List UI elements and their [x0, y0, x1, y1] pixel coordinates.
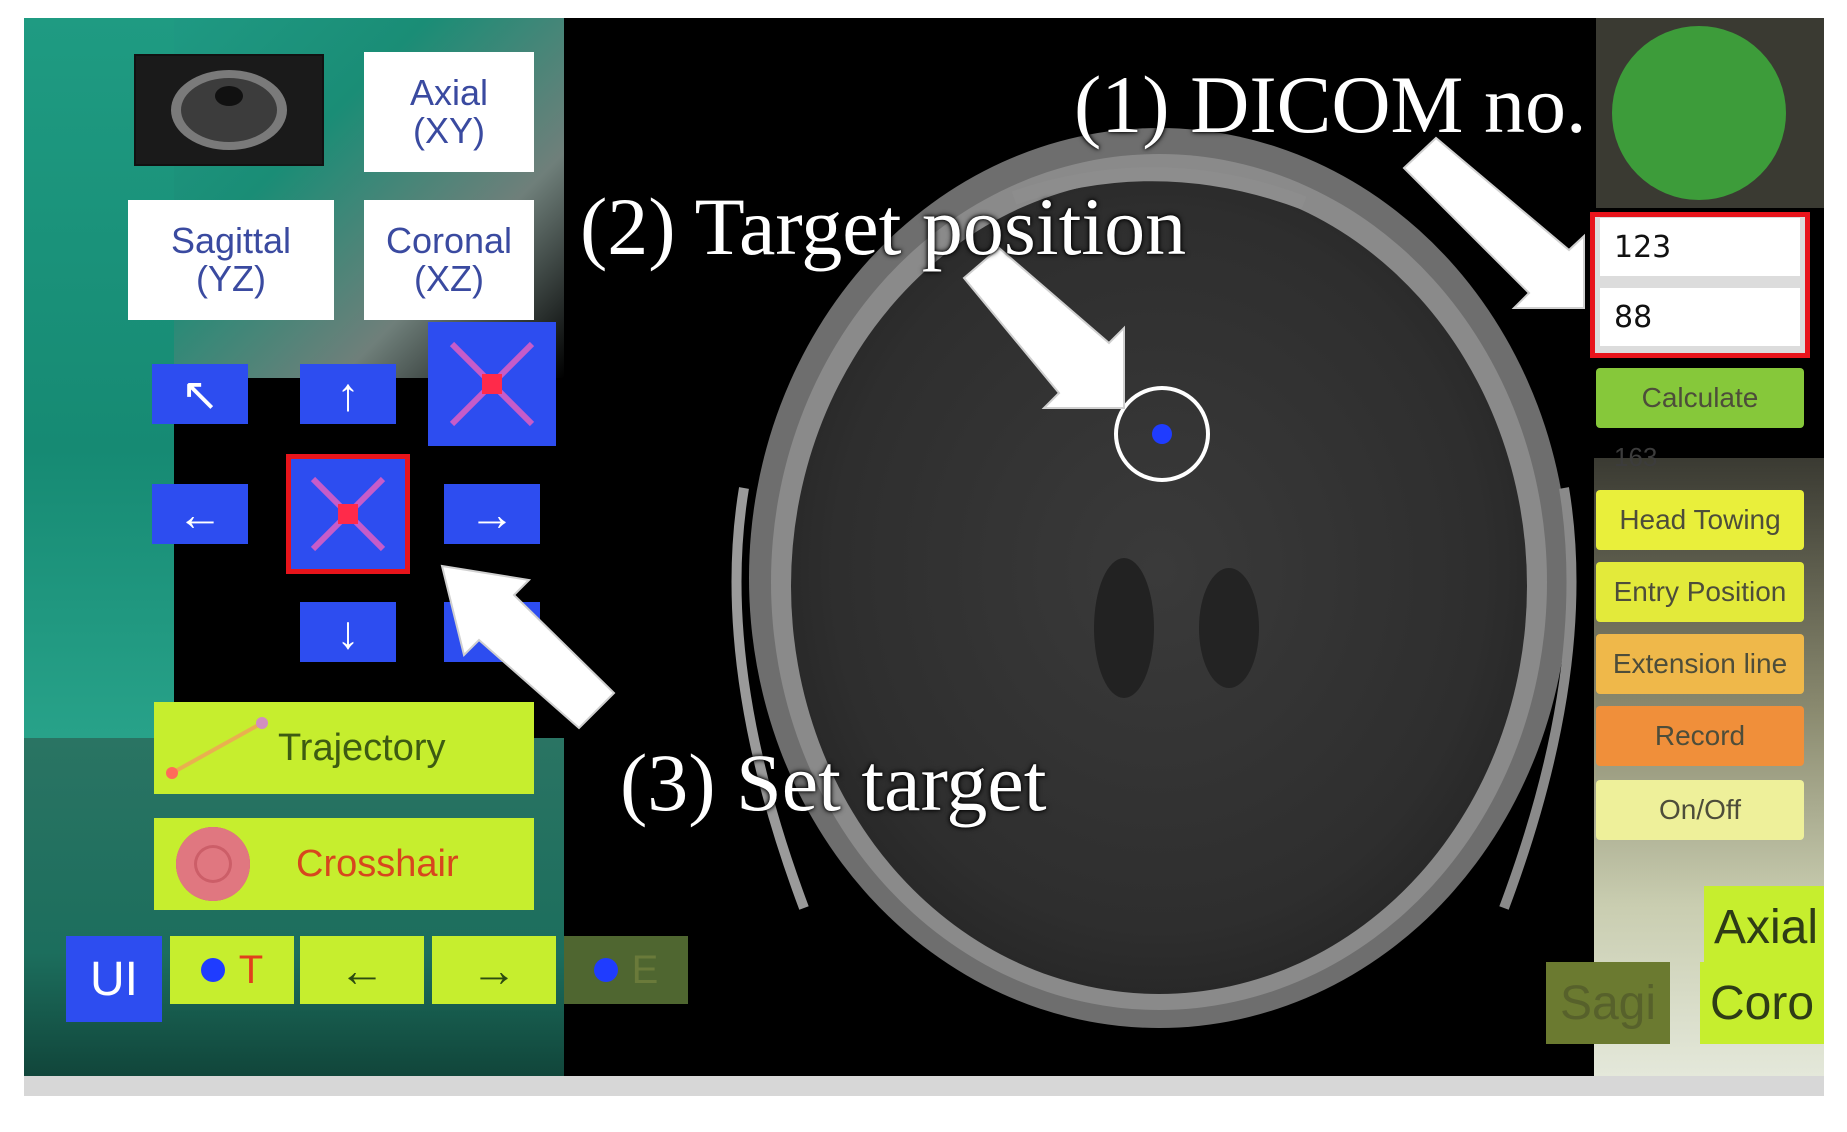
arrow-left-icon: ←: [177, 488, 223, 540]
record-label: Record: [1654, 720, 1746, 751]
annotation-target-position: (2) Target position: [580, 181, 1187, 272]
move-down-button[interactable]: ↓: [300, 602, 396, 662]
trajectory-button[interactable]: Trajectory: [154, 702, 534, 794]
ct-axial-slice[interactable]: [684, 108, 1624, 1068]
coronal-view-button[interactable]: Coronal (XZ): [364, 200, 534, 320]
target-position-marker[interactable]: [1114, 386, 1210, 482]
coronal-mode-button[interactable]: Coro: [1700, 962, 1824, 1044]
ui-toggle-button[interactable]: UI: [66, 936, 162, 1022]
extension-line-label: Extension line: [1612, 648, 1788, 679]
sagittal-view-label: Sagittal: [170, 220, 292, 261]
sagittal-view-sublabel: (YZ): [196, 258, 266, 299]
arrow-to-target-icon: [962, 246, 1125, 409]
arrow-right-icon: →: [471, 944, 517, 996]
annotation-set-target: (3) Set target: [620, 737, 1047, 828]
move-left-button[interactable]: ←: [152, 484, 248, 544]
move-up-button[interactable]: ↑: [300, 364, 396, 424]
target-point-label: T: [238, 947, 264, 992]
target-dot-icon-small: [200, 958, 225, 982]
annotation-dicom-number: (1) DICOM no.: [1074, 59, 1587, 150]
on-off-button[interactable]: On/Off: [1596, 780, 1804, 840]
dicom-number-input[interactable]: [1600, 218, 1800, 276]
set-target-button[interactable]: [286, 454, 410, 574]
set-target-cross-icon: [310, 476, 386, 552]
entry-point-button[interactable]: E: [564, 936, 688, 1004]
trajectory-label: Trajectory: [278, 726, 446, 769]
trajectory-icon: [166, 717, 268, 779]
coronal-mode-label: Coro: [1709, 976, 1815, 1030]
sagittal-view-button[interactable]: Sagittal (YZ): [128, 200, 334, 320]
camera-scene-bottom: [24, 738, 564, 1096]
axial-mode-button[interactable]: Axial: [1704, 886, 1824, 968]
sagittal-mode-label: Sagi: [1559, 976, 1657, 1030]
entry-point-label: E: [631, 947, 659, 992]
on-off-label: On/Off: [1659, 794, 1741, 825]
bottom-strip: [24, 1076, 1824, 1096]
next-button[interactable]: →: [432, 936, 556, 1004]
ui-label: UI: [90, 952, 138, 1006]
entry-position-label: Entry Position: [1613, 576, 1787, 607]
move-right-button[interactable]: →: [444, 484, 540, 544]
sagittal-mode-button[interactable]: Sagi: [1546, 962, 1670, 1044]
axial-view-sublabel: (XY): [413, 110, 485, 151]
axial-view-label: Axial: [409, 72, 489, 113]
head-towing-label: Head Towing: [1619, 504, 1781, 535]
previous-button[interactable]: ←: [300, 936, 424, 1004]
crosshair-button[interactable]: Crosshair: [154, 818, 534, 910]
arrow-to-dicom-icon: [1402, 136, 1585, 309]
axial-mode-label: Axial: [1713, 900, 1819, 954]
arrow-down-icon: ↓: [336, 606, 360, 658]
entry-position-button[interactable]: Entry Position: [1596, 562, 1804, 622]
crosshair-label: Crosshair: [296, 842, 459, 885]
coronal-view-label: Coronal: [385, 220, 513, 261]
status-indicator-green: [1612, 26, 1786, 200]
entry-dot-icon: [593, 958, 618, 982]
arrow-left-icon: ←: [339, 944, 385, 996]
secondary-value-input[interactable]: [1600, 288, 1800, 346]
annotation-arrows-layer: [440, 136, 1585, 730]
arrow-up-left-icon: ↖: [180, 368, 220, 420]
arrow-to-set-target-icon: [440, 564, 616, 730]
crosshair-toggle-button[interactable]: [428, 322, 556, 446]
ct-thumbnail-image: [136, 56, 322, 164]
coronal-view-sublabel: (XZ): [414, 258, 484, 299]
record-button[interactable]: Record: [1596, 706, 1804, 766]
target-point-button[interactable]: T: [170, 936, 294, 1004]
arrow-right-icon: →: [469, 488, 515, 540]
axial-view-button[interactable]: Axial (XY): [364, 52, 534, 172]
arrow-up-icon: ↑: [336, 368, 360, 420]
move-up-left-button[interactable]: ↖: [152, 364, 248, 424]
ar-navigation-screen: Axial (XY) Sagittal (YZ) Coronal (XZ) ↖ …: [24, 18, 1824, 1096]
camera-preview-panel: [1596, 18, 1824, 208]
head-towing-button[interactable]: Head Towing: [1596, 490, 1804, 550]
calculate-label: Calculate: [1641, 382, 1759, 413]
faint-value-text: 163: [1614, 442, 1658, 472]
extension-line-button[interactable]: Extension line: [1596, 634, 1804, 694]
calculate-button[interactable]: Calculate: [1596, 368, 1804, 428]
cross-target-icon: [449, 341, 535, 427]
ct-thumbnail[interactable]: [134, 54, 324, 166]
target-dot-icon: [1152, 424, 1172, 444]
crosshair-target-icon: [176, 827, 250, 901]
